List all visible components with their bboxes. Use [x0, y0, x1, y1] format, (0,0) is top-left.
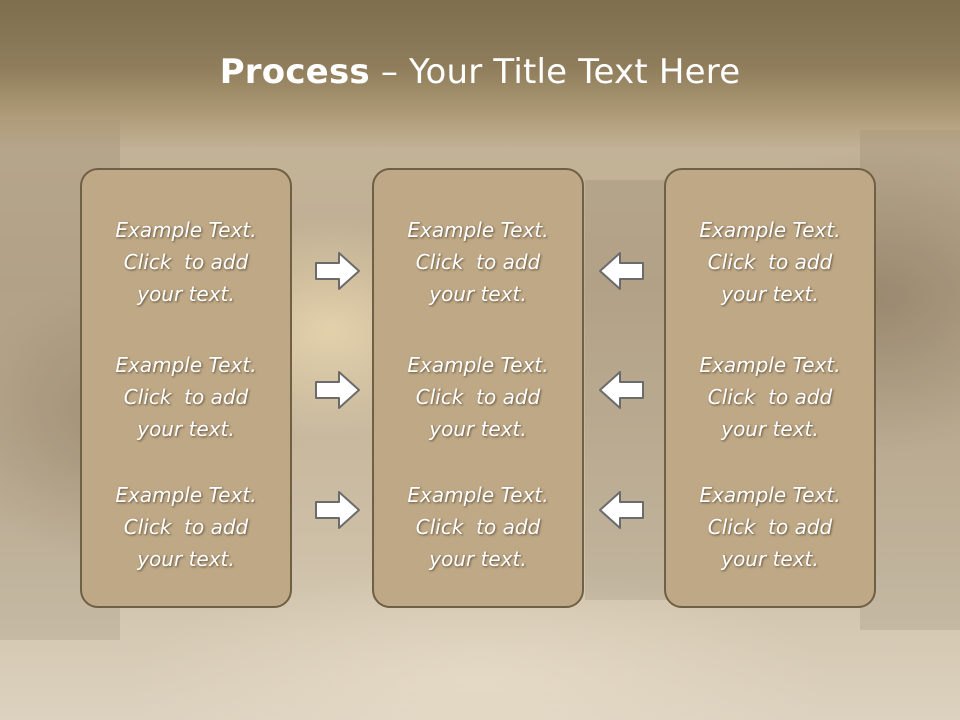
text-line: your text.: [721, 417, 819, 441]
text-placeholder[interactable]: Example Text. Click to add your text.: [374, 349, 582, 445]
text-line: Example Text.: [407, 353, 549, 377]
text-line: Click to add: [123, 515, 249, 539]
arrow-left-icon[interactable]: [598, 251, 644, 291]
text-placeholder[interactable]: Example Text. Click to add your text.: [82, 349, 290, 445]
arrow-right-icon[interactable]: [315, 251, 361, 291]
background-building: [860, 130, 960, 630]
arrow-left-icon[interactable]: [598, 490, 644, 530]
text-line: Click to add: [123, 250, 249, 274]
text-line: Click to add: [707, 250, 833, 274]
text-line: Example Text.: [699, 353, 841, 377]
text-line: your text.: [137, 547, 235, 571]
arrow-left-icon[interactable]: [598, 370, 644, 410]
text-line: Example Text.: [115, 353, 257, 377]
text-line: Example Text.: [115, 483, 257, 507]
text-line: your text.: [721, 547, 819, 571]
text-placeholder[interactable]: Example Text. Click to add your text.: [374, 214, 582, 310]
text-placeholder[interactable]: Example Text. Click to add your text.: [82, 479, 290, 575]
text-line: your text.: [429, 282, 527, 306]
text-line: your text.: [429, 547, 527, 571]
text-line: Click to add: [415, 515, 541, 539]
text-line: Click to add: [415, 250, 541, 274]
text-line: your text.: [137, 282, 235, 306]
text-placeholder[interactable]: Example Text. Click to add your text.: [666, 214, 874, 310]
title-bold-text: Process: [219, 52, 370, 92]
arrow-right-icon[interactable]: [315, 370, 361, 410]
process-box-right[interactable]: Example Text. Click to add your text. Ex…: [664, 168, 876, 608]
title-band: [0, 0, 960, 150]
arrow-right-icon[interactable]: [315, 490, 361, 530]
text-line: Example Text.: [407, 218, 549, 242]
text-placeholder[interactable]: Example Text. Click to add your text.: [666, 349, 874, 445]
title-rest-text: – Your Title Text Here: [369, 52, 741, 92]
text-line: Click to add: [123, 385, 249, 409]
text-placeholder[interactable]: Example Text. Click to add your text.: [82, 214, 290, 310]
text-line: Example Text.: [699, 483, 841, 507]
text-line: Example Text.: [699, 218, 841, 242]
text-placeholder[interactable]: Example Text. Click to add your text.: [374, 479, 582, 575]
text-line: Click to add: [415, 385, 541, 409]
text-placeholder[interactable]: Example Text. Click to add your text.: [666, 479, 874, 575]
text-line: Example Text.: [407, 483, 549, 507]
text-line: Click to add: [707, 385, 833, 409]
text-line: your text.: [429, 417, 527, 441]
text-line: Example Text.: [115, 218, 257, 242]
process-box-left[interactable]: Example Text. Click to add your text. Ex…: [80, 168, 292, 608]
text-line: your text.: [137, 417, 235, 441]
slide-title[interactable]: Process – Your Title Text Here: [0, 52, 960, 92]
process-box-center[interactable]: Example Text. Click to add your text. Ex…: [372, 168, 584, 608]
text-line: Click to add: [707, 515, 833, 539]
text-line: your text.: [721, 282, 819, 306]
